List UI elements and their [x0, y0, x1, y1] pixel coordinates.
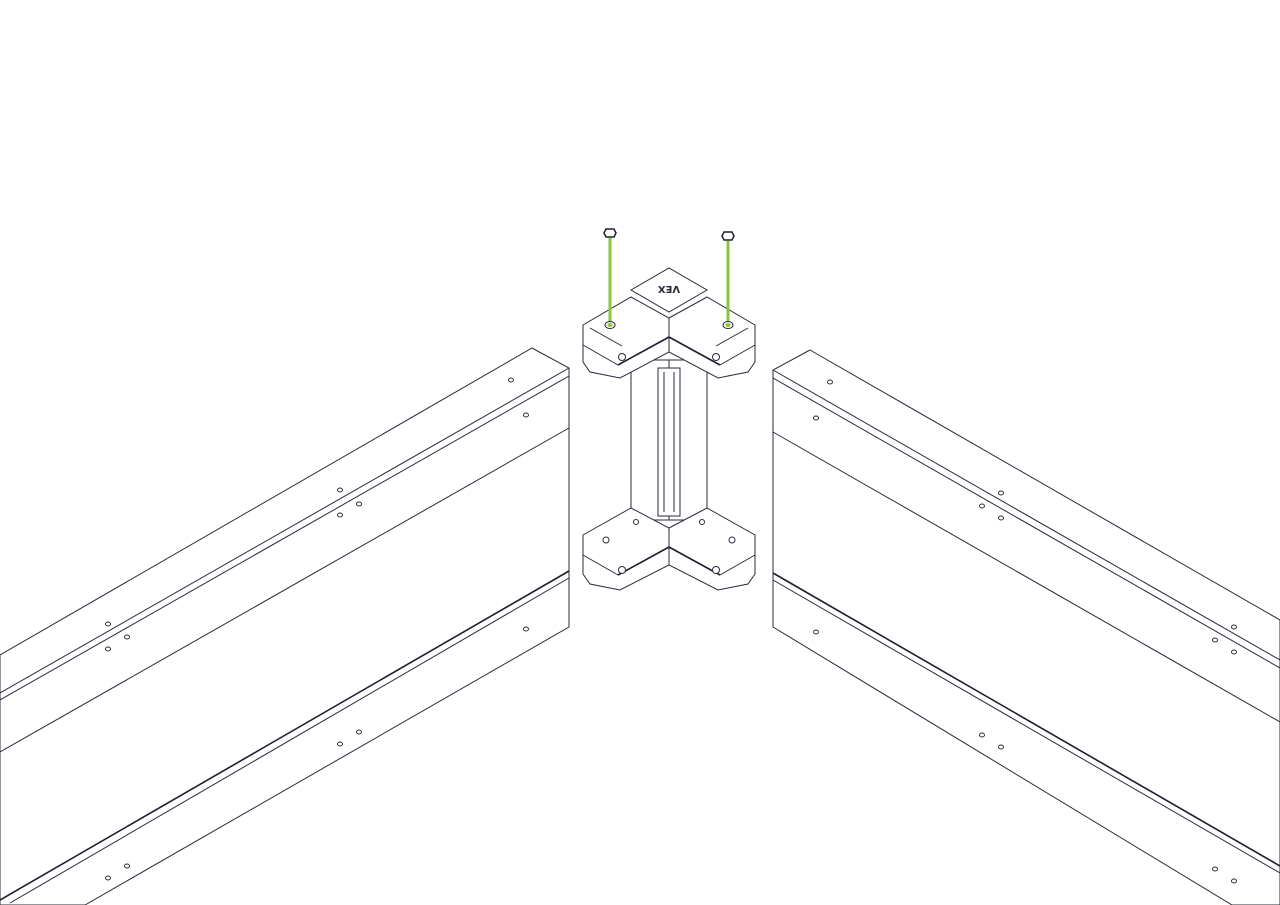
right-beam	[772, 349, 1280, 905]
left-beam	[0, 347, 570, 905]
beam-holes	[813, 379, 1237, 884]
nut-left-icon	[603, 228, 617, 238]
corner-connector: VEX	[582, 267, 756, 591]
nut-right-icon	[721, 231, 735, 241]
standoff-left	[604, 238, 616, 329]
standoff-right	[722, 241, 734, 329]
vex-logo: VEX	[658, 283, 681, 294]
beam-holes	[105, 377, 529, 881]
